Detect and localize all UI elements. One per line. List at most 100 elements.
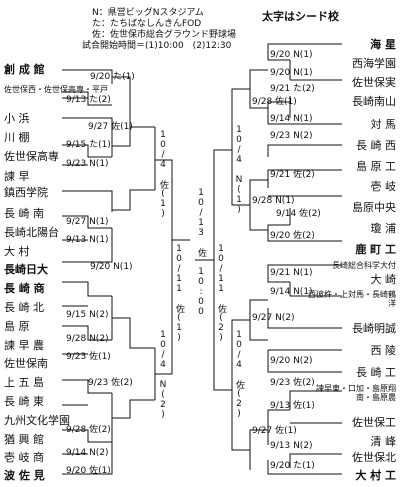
bracket-line: [62, 325, 112, 341]
bracket-line: [62, 117, 113, 135]
team-left: 島 原: [4, 320, 30, 333]
bracket-line: [267, 308, 342, 329]
game-label: 9/28 佐(2): [66, 425, 111, 435]
bracket-line: [155, 240, 173, 375]
game-label: 9/14 N(1): [270, 287, 313, 297]
game-label: 9/27 N(2): [252, 313, 295, 323]
team-right: 長崎南山: [352, 95, 396, 108]
game-label: 9/13 N(1): [66, 235, 109, 245]
round-label: 10/4 N(2): [158, 330, 168, 420]
game-label: 9/28 N(1): [252, 196, 295, 206]
bracket-line: [267, 101, 342, 125]
bracket-line: [62, 190, 113, 212]
team-right: 長崎総合科学大付: [332, 261, 396, 270]
team-right: 大 崎: [370, 273, 397, 286]
bracket-line: [267, 169, 342, 188]
game-label: 9/14 N(1): [270, 114, 313, 124]
team-right: 西海学園: [352, 57, 396, 70]
game-label: 9/28 佐(1): [252, 97, 297, 107]
round-label: 10/4 佐(2): [234, 330, 244, 419]
bracket-line: [213, 260, 232, 391]
round-label: 10/11 佐(1): [174, 244, 184, 343]
game-label: 9/27 佐(1): [252, 426, 297, 436]
bracket-line: [267, 144, 342, 157]
team-right: 瓊 浦: [370, 222, 397, 235]
round-label: 10/4 佐(1): [158, 130, 168, 219]
team-left: 波 佐 見: [4, 469, 45, 482]
game-label: 9/15 た(1): [66, 140, 111, 150]
bracket-line: [267, 460, 342, 475]
team-left: 川 棚: [4, 131, 30, 144]
game-label: 9/21 佐(2): [270, 170, 315, 180]
team-left: 創 成 館: [4, 63, 45, 76]
team-right: 西 陵: [370, 344, 397, 357]
venue-legend-3: 佐：佐世保市総合グラウンド野球場: [92, 30, 237, 40]
team-left: 小 浜: [4, 112, 30, 125]
bracket-line: [267, 350, 342, 373]
round-label: 10/11 佐(2): [216, 244, 226, 343]
bracket-line: [62, 215, 112, 229]
team-right: 佐世保工: [352, 416, 396, 429]
team-left: 佐世保南: [4, 357, 48, 370]
team-left: 佐世保西・佐世保高専・平戸: [4, 85, 108, 94]
team-left: 鎮西学院: [4, 186, 48, 199]
team-left: 猶 興 館: [4, 433, 44, 446]
team-left: 上 五 島: [4, 376, 44, 389]
game-label: 9/14 N(2): [66, 448, 109, 458]
bracket-line: [267, 224, 342, 242]
game-label: 9/20 N(1): [90, 262, 133, 272]
round-label: 10/4 N(1): [234, 125, 244, 215]
game-label: 9/23 佐(1): [66, 352, 111, 362]
game-label: 9/20 N(2): [270, 356, 313, 366]
bracket-line: [62, 228, 113, 263]
venue-legend-1: N：県営ビッグNスタジアム: [92, 8, 204, 18]
game-label: 9/20 佐(1): [66, 466, 111, 476]
team-right: 佐世保実: [352, 76, 396, 89]
bracket-line: [267, 264, 342, 283]
bracket-line: [267, 409, 290, 445]
game-label: 9/28 N(2): [66, 334, 109, 344]
bracket-line: [289, 390, 342, 410]
bracket-line: [62, 429, 112, 443]
team-left: 長 崎 北: [4, 301, 44, 314]
bracket-line: [249, 429, 268, 470]
game-label: 9/13 た(2): [66, 95, 111, 105]
team-right: 対 馬: [370, 118, 397, 131]
venue-legend-2: た：たちばなしんきんFOD: [92, 19, 202, 29]
bracket-line: [62, 281, 112, 297]
game-label: 9/14 佐(2): [276, 209, 321, 219]
team-right: 島原中央: [352, 201, 396, 214]
bracket-line: [62, 144, 112, 158]
team-left: 壱 岐 商: [4, 451, 44, 464]
team-right: 長 崎 工: [356, 366, 396, 379]
team-right: 長 崎 西: [356, 139, 396, 152]
bracket-line: [231, 390, 250, 451]
bracket-line: [231, 150, 250, 206]
bracket-line: [112, 189, 155, 211]
team-right: 壱 岐: [370, 180, 397, 193]
team-left: 長 崎 商: [4, 282, 45, 295]
team-left: 長崎北陽台: [4, 226, 59, 239]
team-left: 諫 早 農: [4, 339, 44, 352]
bracket-line: [231, 88, 250, 150]
team-left: 長崎日大: [4, 263, 48, 276]
team-left: 諫 早: [4, 170, 30, 183]
team-left: 佐世保高専: [4, 150, 59, 163]
bracket-line: [112, 127, 131, 147]
team-right: 鹿 町 工: [355, 243, 396, 256]
team-left: 九州文化学園: [4, 414, 70, 427]
team-left: 長 崎 東: [4, 395, 44, 408]
game-label: 9/27 N(1): [66, 217, 109, 227]
team-right: 佐世保北: [352, 451, 396, 464]
team-right: 諫早東・口加・島原翔南・島原農: [316, 384, 396, 402]
game-label: 9/20 佐(2): [270, 231, 315, 241]
game-label: 9/21 N(1): [270, 268, 313, 278]
final-label: 10/13 佐 10:00: [196, 188, 206, 317]
game-label: 9/23 N(2): [270, 131, 313, 141]
game-label: 9/27 佐(1): [88, 122, 133, 132]
bracket-line: [195, 149, 232, 261]
seed-note: 太字はシード校: [262, 10, 339, 23]
team-right: 長崎明誠: [352, 322, 396, 335]
game-label: 9/21 た(2): [270, 84, 315, 94]
